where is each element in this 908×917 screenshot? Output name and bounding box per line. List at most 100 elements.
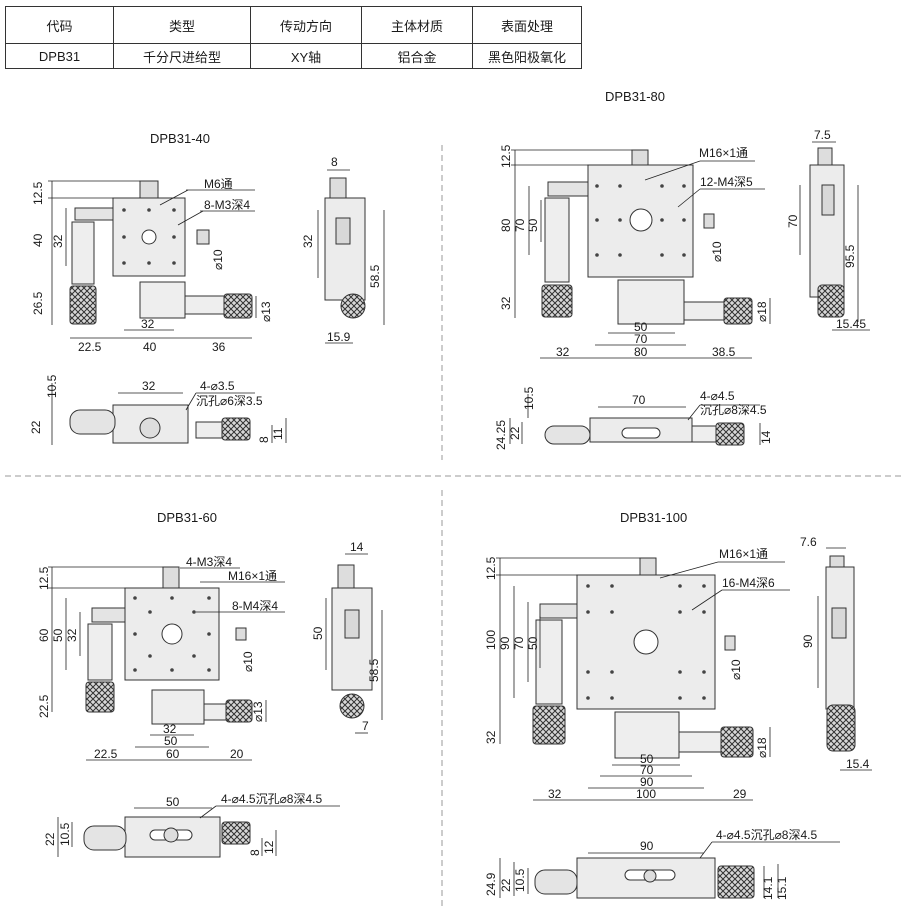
- dim-80-side-70: 70: [786, 214, 800, 228]
- title-dpb31-100: DPB31-100: [620, 510, 687, 525]
- lock-knob-100: [639, 557, 657, 576]
- note-40-holes: 8-M3深4: [204, 198, 250, 212]
- note-80-m16: M16×1通: [699, 146, 748, 160]
- side-clamp-80: [703, 213, 715, 229]
- bottom-x-knob-100: [717, 865, 755, 899]
- side-knob-100: [829, 555, 845, 568]
- note-80-holes: 12-M4深5: [700, 175, 753, 189]
- bottom-lock-40: [139, 417, 161, 439]
- dim-80-32-v: 32: [499, 296, 513, 310]
- side-drum-40: [340, 293, 366, 319]
- mount-holes-80: [595, 184, 686, 257]
- dim-60-bot-22: 22: [43, 832, 57, 846]
- dim-lines-80: [511, 149, 771, 359]
- bottom-y-drive-100: [534, 869, 578, 895]
- side-dims-100: [817, 547, 872, 771]
- dim-80-50-v: 50: [526, 218, 540, 232]
- side-body-40: [324, 197, 366, 301]
- dim-100-side-7-6: 7.6: [800, 535, 817, 549]
- dim-60-32-v: 32: [65, 628, 79, 642]
- dim-40-d13: ⌀13: [259, 301, 273, 322]
- dim-40-32-v: 32: [51, 234, 65, 248]
- dim-40-bot-22: 22: [29, 420, 43, 434]
- dim-100-100-v: 100: [484, 630, 498, 650]
- dim-60-22-5-v: 22.5: [37, 694, 51, 718]
- note-60-m16: M16×1通: [228, 569, 277, 583]
- note-100-holes: 16-M4深6: [722, 576, 775, 590]
- side-gear-100: [831, 607, 847, 639]
- dim-100-bot-90: 90: [640, 839, 654, 853]
- y-bracket-100: [539, 603, 578, 619]
- dim-60-bot-10-5: 10.5: [58, 822, 72, 846]
- spec-table: 代码 类型 传动方向 主体材质 表面处理 DPB31 千分尺进给型 XY轴 铝合…: [5, 6, 582, 69]
- dim-100-bot-14-1: 14.1: [761, 876, 775, 900]
- dim-80-side-95-5: 95.5: [843, 244, 857, 268]
- title-dpb31-80: DPB31-80: [605, 89, 665, 104]
- dim-60-side-58-5: 58.5: [367, 658, 381, 682]
- side-drum-100: [826, 704, 856, 752]
- dim-40-bot-11: 11: [271, 427, 285, 440]
- dim-60-60-v: 60: [37, 628, 51, 642]
- dim-80-bot-10-5: 10.5: [522, 386, 536, 410]
- dim-100-side-15-4: 15.4: [846, 757, 870, 771]
- x-micrometer-body-100: [678, 731, 722, 753]
- bottom-dims-40: [51, 383, 287, 445]
- side-dims-80: [799, 141, 870, 331]
- dim-80-side-7-5: 7.5: [814, 128, 831, 142]
- dim-100-12-5: 12.5: [484, 556, 498, 580]
- x-bracket-40: [139, 281, 186, 319]
- header-material: 主体材质: [361, 6, 473, 44]
- dim-40-bot-8: 8: [257, 436, 271, 443]
- cell-material: 铝合金: [361, 43, 473, 69]
- bottom-lock-60: [163, 827, 179, 843]
- dim-80-50-h: 50: [634, 320, 648, 334]
- side-gear-80: [821, 184, 835, 216]
- x-micrometer-knob-100: [720, 726, 754, 758]
- dim-80-d10: ⌀10: [710, 241, 724, 262]
- dim-60-bot-8: 8: [248, 849, 262, 856]
- dim-100-bot-10-5: 10.5: [513, 868, 527, 892]
- dim-40-36: 36: [212, 340, 226, 354]
- dim-60-bot-50: 50: [166, 795, 180, 809]
- panel-dpb31-80: DPB31-80 12.5 M16×1通 12-M4深5 8: [494, 89, 870, 450]
- x-bracket-60: [151, 689, 205, 725]
- x-micrometer-body-40: [184, 295, 226, 315]
- note-40-bot-holes: 4-⌀3.5: [200, 379, 235, 393]
- note-60-m3: 4-M3深4: [186, 555, 232, 569]
- dim-80-12-5: 12.5: [499, 144, 513, 168]
- dim-100-70-h: 70: [640, 763, 654, 777]
- header-code: 代码: [5, 6, 114, 44]
- dim-40-12-5: 12.5: [31, 181, 45, 205]
- dim-40-bot-32: 32: [142, 379, 156, 393]
- side-gear-60: [344, 609, 360, 639]
- x-micrometer-body-80: [683, 301, 725, 321]
- center-hole-60: [161, 623, 183, 645]
- mount-holes-60: [133, 596, 211, 672]
- y-micrometer-knob-80: [541, 284, 573, 318]
- dim-lines-40: [48, 180, 257, 339]
- note-60-holes: 8-M4深4: [232, 599, 278, 613]
- spec-data-row: DPB31 千分尺进给型 XY轴 铝合金 黑色阳极氧化: [5, 43, 582, 69]
- dim-60-60-h: 60: [166, 747, 180, 761]
- note-100-bot-holes: 4-⌀4.5沉孔⌀8深4.5: [716, 828, 817, 842]
- y-micrometer-knob-100: [532, 705, 566, 745]
- panel-dpb31-100: DPB31-100 12.5 M16×1通 16-M4深6: [484, 510, 872, 900]
- dim-80-80-h: 80: [634, 345, 648, 359]
- dim-60-12-5: 12.5: [37, 566, 51, 590]
- title-dpb31-60: DPB31-60: [157, 510, 217, 525]
- lock-knob-80: [631, 149, 649, 166]
- side-clamp-60: [235, 627, 247, 641]
- y-bracket-60: [91, 607, 126, 623]
- dim-100-bot-24-9: 24.9: [484, 872, 498, 896]
- dim-80-side-15-45: 15.45: [836, 317, 866, 331]
- cell-type: 千分尺进给型: [113, 43, 251, 69]
- y-bracket-80: [547, 181, 589, 197]
- dim-40-40-h: 40: [143, 340, 157, 354]
- x-micrometer-knob-40: [223, 293, 253, 319]
- y-micrometer-knob-60: [85, 681, 115, 713]
- dim-lines-60: [48, 566, 285, 761]
- bottom-x-body-40: [195, 421, 223, 439]
- title-dpb31-40: DPB31-40: [150, 131, 210, 146]
- bottom-dims-100: [499, 841, 840, 898]
